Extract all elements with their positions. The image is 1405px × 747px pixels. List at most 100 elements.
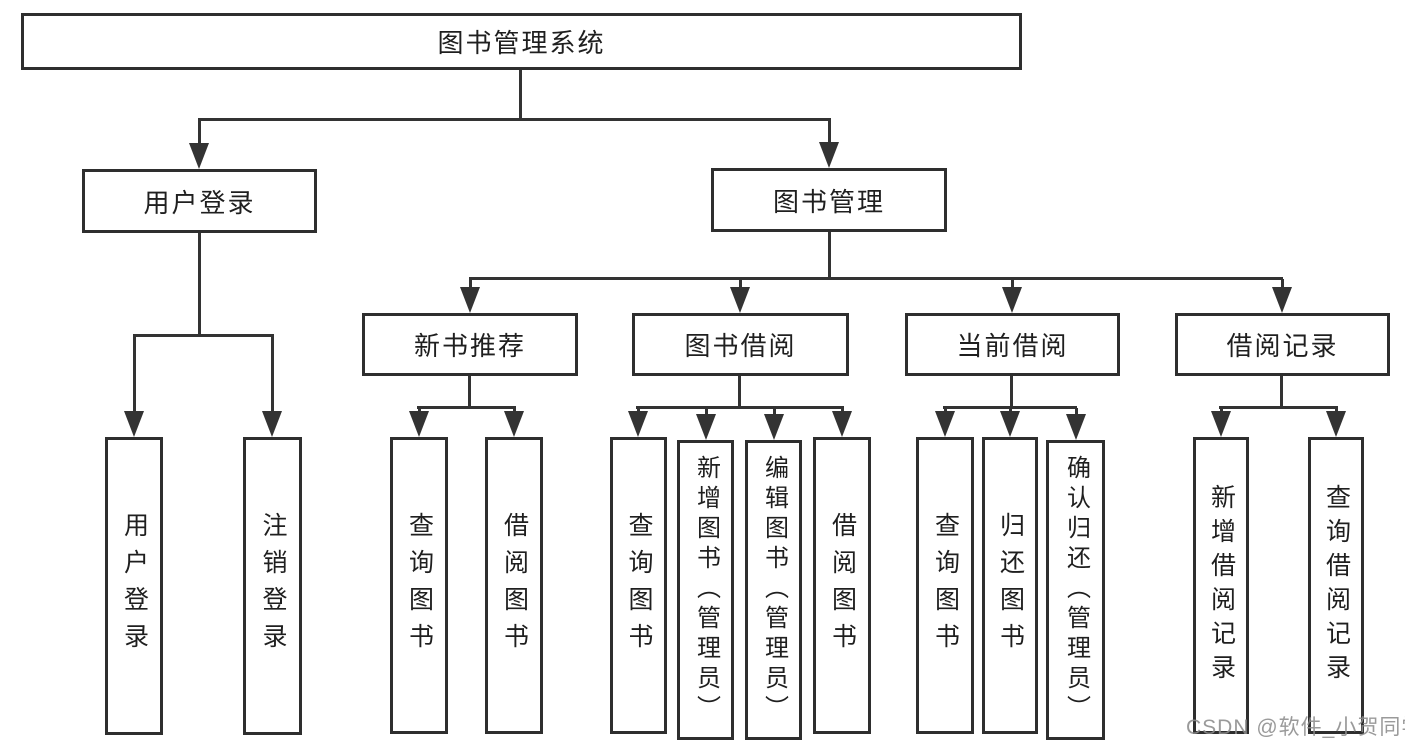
arrow-shaft (1219, 408, 1223, 411)
arrow-head-icon (1211, 411, 1231, 437)
leaf-newbooks-query-label: 查询图书 (405, 511, 434, 660)
leaf-logout: 注销登录 (243, 437, 302, 735)
arrow-current-leaf-1 (934, 408, 956, 437)
arrow-head-icon (1000, 411, 1020, 437)
leaf-current-confirm-admin-label: 确认归还（管理员） (1062, 455, 1090, 725)
arrow-head-icon (819, 142, 839, 168)
arrow-records-leaf-1 (1210, 408, 1232, 437)
arrow-head-icon (1326, 411, 1346, 437)
connector-newbooks-rail (417, 406, 516, 409)
arrow-borrow-leaf-2 (695, 408, 717, 440)
arrow-shaft (738, 279, 742, 287)
arrow-shaft (840, 408, 844, 411)
arrow-to-book-mgmt (818, 120, 840, 168)
arrow-borrow-leaf-4 (831, 408, 853, 437)
connector-borrow-stub (738, 376, 741, 408)
arrow-current-leaf-2 (999, 408, 1021, 437)
leaf-borrow-query-label: 查询图书 (625, 511, 653, 660)
leaf-newbooks-borrow-label: 借阅图书 (500, 511, 529, 660)
node-records-label: 借阅记录 (1226, 331, 1339, 361)
arrow-head-icon (935, 411, 955, 437)
arrow-head-icon (1066, 414, 1086, 440)
leaf-user-login: 用户登录 (105, 437, 163, 735)
arrow-borrow-leaf-3 (763, 408, 785, 440)
node-current-label: 当前借阅 (956, 331, 1069, 361)
arrow-newbooks-leaf-2 (503, 408, 525, 437)
arrow-head-icon (504, 411, 524, 437)
node-root-label: 图书管理系统 (437, 28, 606, 58)
leaf-borrow-add-admin: 新增图书（管理员） (677, 440, 734, 740)
node-book-mgmt: 图书管理 (711, 168, 947, 232)
leaf-borrow-edit-admin: 编辑图书（管理员） (745, 440, 802, 740)
arrow-shaft (1074, 408, 1078, 414)
node-book-mgmt-label: 图书管理 (772, 186, 885, 217)
connector-userlogin-stub (198, 233, 201, 336)
arrow-shaft (1334, 408, 1338, 411)
leaf-borrow-edit-admin-label: 编辑图书（管理员） (760, 455, 788, 725)
csdn-watermark: CSDN @软件_小贺同学 (1186, 716, 1405, 739)
node-user-login: 用户登录 (82, 169, 317, 233)
arrow-shaft (468, 279, 472, 287)
arrow-borrow-leaf-1 (627, 408, 649, 437)
arrow-head-icon (1002, 287, 1022, 313)
arrow-to-records (1271, 279, 1293, 313)
arrow-newbooks-leaf-1 (408, 408, 430, 437)
leaf-borrow-borrow: 借阅图书 (813, 437, 871, 734)
connector-records-stub (1280, 376, 1283, 408)
connector-newbooks-stub (468, 376, 471, 408)
connector-borrow-rail (636, 406, 844, 409)
connector-records-rail (1219, 406, 1338, 409)
arrow-shaft (417, 408, 421, 411)
arrow-current-leaf-3 (1065, 408, 1087, 440)
leaf-borrow-add-admin-label: 新增图书（管理员） (692, 455, 720, 725)
arrow-head-icon (730, 287, 750, 313)
node-current: 当前借阅 (905, 313, 1120, 376)
arrow-head-icon (764, 414, 784, 440)
arrow-shaft (636, 408, 640, 411)
arrow-shaft (197, 120, 201, 143)
arrow-head-icon (832, 411, 852, 437)
arrow-head-icon (628, 411, 648, 437)
leaf-newbooks-query: 查询图书 (390, 437, 448, 734)
connector-current-rail (943, 406, 1077, 409)
arrow-to-current (1001, 279, 1023, 313)
arrow-head-icon (409, 411, 429, 437)
arrow-to-user-login (188, 120, 210, 169)
arrow-head-icon (189, 143, 209, 169)
connector-bookmgmt-rail (469, 277, 1283, 280)
connector-current-stub (1010, 376, 1013, 408)
leaf-current-return-label: 归还图书 (996, 511, 1025, 660)
arrow-to-new-books (459, 279, 481, 313)
arrow-shaft (943, 408, 947, 411)
node-user-login-label: 用户登录 (143, 187, 256, 218)
arrow-shaft (772, 408, 776, 414)
arrow-records-leaf-2 (1325, 408, 1347, 437)
node-borrow: 图书借阅 (632, 313, 849, 376)
node-new-books-label: 新书推荐 (413, 331, 526, 361)
arrow-head-icon (124, 411, 144, 437)
connector-userlogin-rail (133, 334, 274, 337)
leaf-newbooks-borrow: 借阅图书 (485, 437, 543, 734)
arrow-head-icon (460, 287, 480, 313)
arrow-shaft (1280, 279, 1284, 287)
leaf-current-query-label: 查询图书 (931, 511, 960, 660)
node-records: 借阅记录 (1175, 313, 1390, 376)
arrow-head-icon (262, 411, 282, 437)
arrow-head-icon (696, 414, 716, 440)
leaf-user-login-label: 用户登录 (120, 512, 149, 660)
node-new-books: 新书推荐 (362, 313, 578, 376)
arrow-shaft (270, 336, 274, 411)
arrow-shaft (1010, 279, 1014, 287)
leaf-records-query-label: 查询借阅记录 (1322, 483, 1351, 688)
node-borrow-label: 图书借阅 (684, 331, 797, 361)
arrow-shaft (704, 408, 708, 414)
arrow-to-borrow (729, 279, 751, 313)
arrow-shaft (512, 408, 516, 411)
connector-bookmgmt-stub (828, 232, 831, 279)
arrow-to-leaf-logout (261, 336, 283, 437)
connector-root-stub (519, 69, 522, 120)
leaf-records-add-label: 新增借阅记录 (1207, 483, 1236, 688)
leaf-borrow-query: 查询图书 (610, 437, 667, 734)
leaf-logout-label: 注销登录 (259, 512, 287, 660)
